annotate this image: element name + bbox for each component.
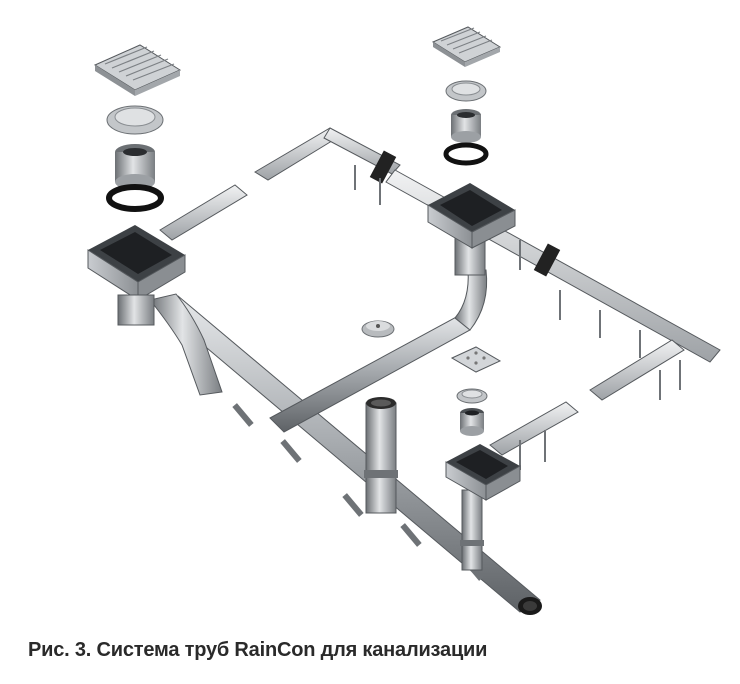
- drain-pipe: [460, 489, 484, 571]
- drain-pipe: [364, 397, 398, 514]
- pipe-collar: [232, 403, 484, 581]
- drain-grate: [450, 346, 502, 373]
- floor-gully: [445, 444, 521, 501]
- dome-strainer: [445, 80, 487, 102]
- gasket-ring: [443, 142, 489, 166]
- floor-gully: [427, 183, 516, 249]
- raincon-pipe-system-illustration: [87, 26, 721, 615]
- drain-grate: [93, 44, 182, 96]
- mounting-foot: [354, 165, 681, 470]
- drain-pipe: [149, 293, 223, 396]
- access-cap: [361, 320, 395, 338]
- channel-drain: [159, 127, 721, 456]
- floor-gully: [87, 225, 186, 326]
- figure-caption: Рис. 3. Система труб RainCon для канализ…: [28, 639, 488, 661]
- drain-body: [115, 144, 155, 190]
- drain-body: [451, 109, 481, 143]
- dome-strainer: [106, 105, 164, 135]
- dome-strainer: [456, 388, 488, 404]
- gasket-ring: [106, 184, 164, 212]
- drain-body: [460, 408, 484, 436]
- drain-grate: [431, 26, 502, 67]
